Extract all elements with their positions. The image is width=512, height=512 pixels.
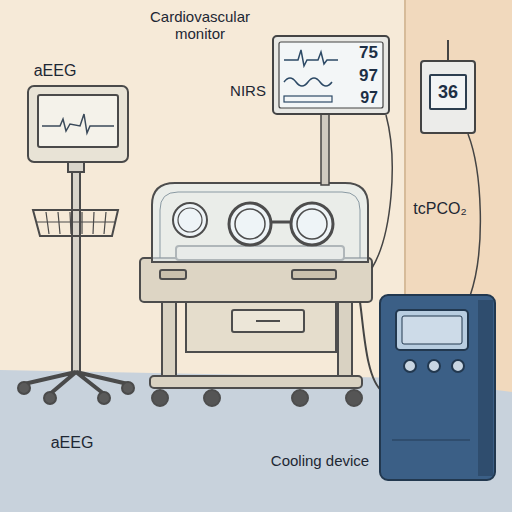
incubator (338, 300, 352, 382)
drawer (232, 310, 304, 332)
incubator (235, 209, 265, 239)
incubator (160, 192, 360, 258)
device-label: tcPCO₂ (413, 200, 466, 218)
cooling-device (380, 295, 495, 480)
cooling-device (478, 300, 493, 476)
incubator (204, 390, 220, 406)
device-label: aEEG (34, 62, 77, 80)
tcpco2-housing (420, 60, 476, 134)
pleth-trace (284, 78, 332, 86)
incubator (162, 300, 176, 382)
cooling-device (402, 316, 462, 344)
aeeg-stand (18, 382, 30, 394)
nirs-value: 97 (360, 90, 378, 106)
tcpco2-value: 36 (429, 74, 467, 110)
monitor-screen (279, 42, 383, 108)
incubator (160, 270, 186, 279)
incubator (152, 390, 168, 406)
heart-rate-value: 75 (359, 44, 378, 61)
incubator-hood (152, 183, 368, 262)
device-label: aEEG (51, 434, 94, 452)
basket (33, 210, 118, 236)
cooling-device (360, 295, 495, 480)
cooling-device (396, 310, 468, 350)
monitor-pole (321, 113, 329, 185)
incubator (178, 208, 202, 232)
aeeg-trace (42, 114, 114, 133)
incubator (140, 183, 372, 406)
cable (468, 134, 480, 296)
incubator (256, 320, 280, 322)
aeeg-monitor (28, 86, 128, 162)
aeeg-stand (44, 392, 56, 404)
incubator (297, 209, 327, 239)
saturation-value: 97 (359, 67, 378, 84)
basket-wires (36, 212, 115, 234)
aeeg-screen (38, 95, 118, 147)
device-label: Cardiovascular monitor (135, 8, 265, 43)
aeeg-stand (98, 392, 110, 404)
incubator (346, 390, 362, 406)
cooling-device (452, 360, 464, 372)
incubator (292, 390, 308, 406)
incubator (271, 221, 291, 224)
cooling-device (428, 360, 440, 372)
stand-legs (24, 372, 128, 394)
tcpco2-art (420, 40, 480, 296)
cooling-device (392, 439, 470, 441)
porthole (173, 203, 207, 237)
incubator (150, 376, 362, 388)
cable (372, 115, 392, 268)
porthole (229, 203, 271, 245)
cardio-monitor-art (272, 35, 392, 268)
cooling-device (404, 360, 416, 372)
cabinet (186, 302, 336, 352)
tcpco2-monitor: 36 (420, 60, 476, 134)
incubator-base (140, 258, 372, 302)
aeeg-stand (122, 382, 134, 394)
device-label: NIRS (230, 82, 266, 99)
aeeg-stand (72, 168, 80, 372)
monitor-housing (272, 35, 390, 115)
cardiovascular-monitor: 75 97 97 (272, 35, 390, 115)
nirs-bar (284, 96, 332, 102)
aeeg-stand (18, 86, 134, 404)
wall-mount (447, 40, 449, 60)
porthole (291, 203, 333, 245)
device-label: Cooling device (271, 452, 369, 469)
incubator (292, 270, 336, 279)
ecg-trace (284, 50, 338, 66)
